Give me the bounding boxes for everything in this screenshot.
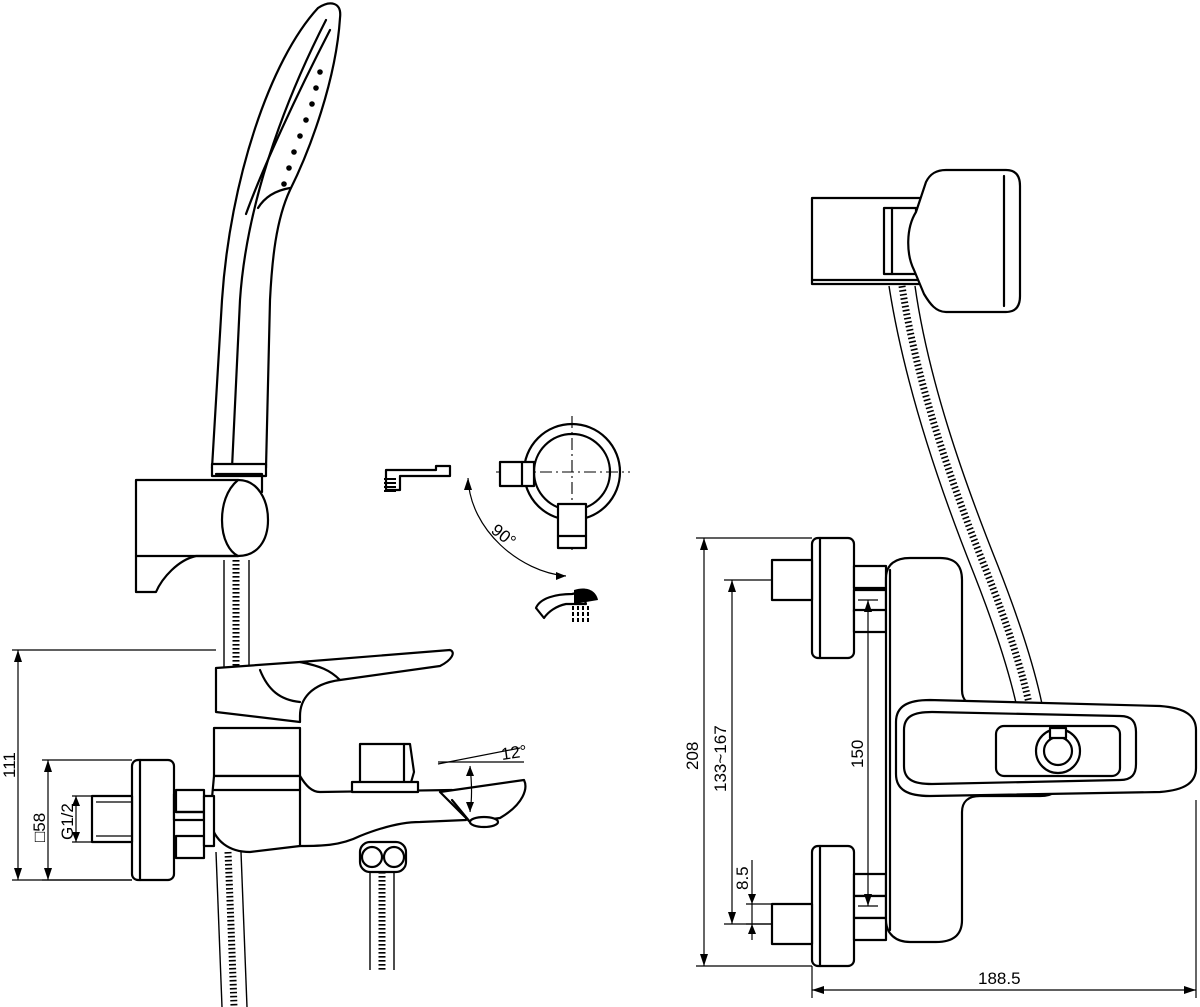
dimension-58: □58 xyxy=(30,759,132,881)
front-elevation: 208 133~167 150 8.5 xyxy=(683,168,1198,998)
dimension-111-label: 111 xyxy=(0,752,19,778)
swivel-detail: 90° xyxy=(464,416,630,580)
spout-icon xyxy=(534,588,598,622)
diverter-knob-side xyxy=(350,742,420,794)
dimension-offset: 8.5 xyxy=(733,860,772,940)
spout-angle-label: 12° xyxy=(500,742,528,764)
handshower-icon xyxy=(572,606,589,622)
dimension-208-label: 208 xyxy=(683,742,702,770)
spray-holes xyxy=(281,69,323,187)
shower-holder-front xyxy=(810,168,1022,314)
dimension-188-5-label: 188.5 xyxy=(978,969,1021,988)
mixer-body-side xyxy=(208,726,468,854)
flange-bottom xyxy=(770,844,888,968)
flange-top xyxy=(770,536,888,660)
dimension-centers-label: 133~167 xyxy=(711,725,730,792)
spout-angle-dimension: 12° xyxy=(437,742,528,813)
dimension-150: 150 xyxy=(848,599,878,907)
dimension-188-5: 188.5 xyxy=(811,800,1197,998)
detail-sketches: 90° xyxy=(384,416,630,622)
spout-side xyxy=(438,778,527,829)
hose-front xyxy=(888,285,1043,713)
handle-top-detail xyxy=(384,464,452,492)
dimension-150-label: 150 xyxy=(848,740,867,768)
dimension-thread-label: G1/2 xyxy=(58,803,77,840)
dimension-offset-label: 8.5 xyxy=(733,866,752,890)
shower-holder-side xyxy=(134,472,270,594)
lever-handle-side xyxy=(214,648,454,724)
dimension-thread: G1/2 xyxy=(58,795,92,843)
swivel-angle-label: 90° xyxy=(488,520,520,551)
dimension-58-label: □58 xyxy=(30,813,49,842)
hand-shower xyxy=(210,2,342,478)
hose-lower-side xyxy=(215,840,408,1007)
eccentric-connector-side xyxy=(90,758,216,882)
dimension-208: 208 xyxy=(683,537,812,967)
side-elevation: 12° xyxy=(0,2,528,1007)
lever-handle-front xyxy=(894,698,1198,798)
hose-upper-side xyxy=(223,560,250,668)
